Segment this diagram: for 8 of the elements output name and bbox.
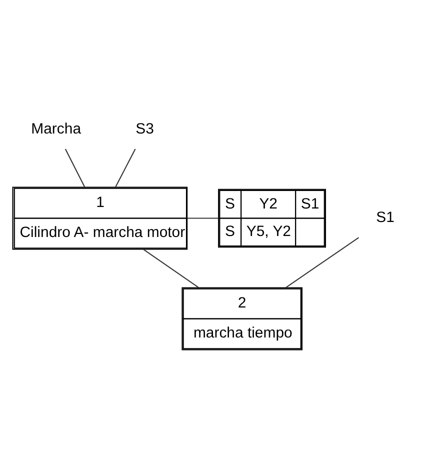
connector	[187, 218, 218, 219]
node-text: S3	[136, 120, 154, 138]
node-text: Marcha	[31, 120, 82, 138]
connector	[64, 148, 86, 188]
node-text: S1	[376, 209, 394, 226]
connector	[143, 248, 199, 288]
connector	[285, 237, 360, 288]
connector	[115, 148, 136, 188]
